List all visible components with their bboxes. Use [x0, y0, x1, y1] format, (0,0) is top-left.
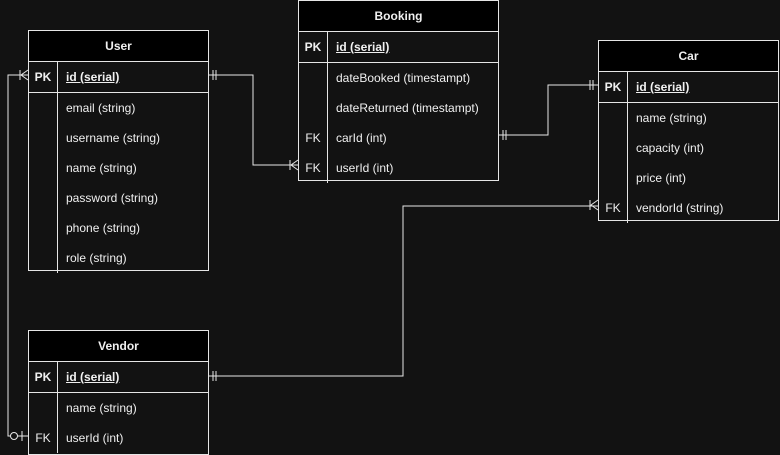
user-field-key	[29, 243, 58, 273]
user-field-row: username (string)	[29, 123, 208, 153]
connector-user-booking	[208, 70, 299, 171]
booking-pk-field: id (serial)	[336, 40, 390, 54]
entity-user[interactable]: User PK id (serial) email (string) usern…	[28, 30, 209, 273]
entity-booking-title: Booking	[299, 1, 498, 32]
user-field-phone: phone (string)	[66, 221, 141, 235]
booking-field-key	[299, 93, 328, 123]
user-field-key	[29, 183, 58, 213]
car-field-price: price (int)	[636, 171, 687, 185]
car-field-row: name (string)	[599, 103, 778, 133]
car-field-key	[599, 163, 628, 193]
booking-pk-key: PK	[299, 32, 328, 62]
car-pk-key: PK	[599, 72, 628, 102]
vendor-field-row: FK userId (int)	[29, 423, 208, 453]
user-field-role: role (string)	[66, 251, 127, 265]
car-pk-field: id (serial)	[636, 80, 690, 94]
user-field-key	[29, 123, 58, 153]
entity-car-title: Car	[599, 41, 778, 72]
user-pk-field: id (serial)	[66, 70, 120, 84]
car-pk-row: PK id (serial)	[599, 72, 778, 103]
entity-vendor[interactable]: Vendor PK id (serial) name (string) FK us…	[28, 330, 209, 455]
car-field-row: price (int)	[599, 163, 778, 193]
booking-field-row: dateReturned (timestampt)	[299, 93, 498, 123]
user-field-row: role (string)	[29, 243, 208, 273]
booking-field-user-id: userId (int)	[336, 161, 394, 175]
booking-field-date-booked: dateBooked (timestampt)	[336, 71, 471, 85]
user-field-key	[29, 213, 58, 243]
user-field-key	[29, 153, 58, 183]
vendor-fk-key: FK	[29, 423, 58, 453]
entity-car[interactable]: Car PK id (serial) name (string) capacit…	[598, 40, 779, 223]
booking-pk-row: PK id (serial)	[299, 32, 498, 63]
entity-user-title: User	[29, 31, 208, 62]
entity-booking[interactable]: Booking PK id (serial) dateBooked (times…	[298, 0, 499, 183]
booking-field-key	[299, 63, 328, 93]
user-field-key	[29, 93, 58, 123]
connector-vendor-car	[208, 199, 599, 381]
entity-vendor-title: Vendor	[29, 331, 208, 362]
vendor-pk-key: PK	[29, 362, 58, 392]
booking-fk-key: FK	[299, 153, 328, 183]
user-pk-row: PK id (serial)	[29, 62, 208, 93]
booking-field-date-returned: dateReturned (timestampt)	[336, 101, 479, 115]
user-field-row: password (string)	[29, 183, 208, 213]
vendor-field-name: name (string)	[66, 401, 137, 415]
vendor-field-key	[29, 393, 58, 423]
car-field-key	[599, 103, 628, 133]
car-field-capacity: capacity (int)	[636, 141, 705, 155]
booking-field-row: FK carId (int)	[299, 123, 498, 153]
user-field-username: username (string)	[66, 131, 161, 145]
connector-car-booking	[498, 80, 598, 140]
connector-user-vendor	[7, 69, 29, 441]
user-field-name: name (string)	[66, 161, 137, 175]
vendor-field-row: name (string)	[29, 393, 208, 423]
user-field-email: email (string)	[66, 101, 136, 115]
vendor-pk-field: id (serial)	[66, 370, 120, 384]
user-pk-key: PK	[29, 62, 58, 92]
car-field-row: capacity (int)	[599, 133, 778, 163]
user-field-password: password (string)	[66, 191, 159, 205]
car-field-vendor-id: vendorId (string)	[636, 201, 724, 215]
booking-field-car-id: carId (int)	[336, 131, 387, 145]
vendor-field-user-id: userId (int)	[66, 431, 124, 445]
user-field-row: name (string)	[29, 153, 208, 183]
vendor-pk-row: PK id (serial)	[29, 362, 208, 393]
booking-field-row: dateBooked (timestampt)	[299, 63, 498, 93]
booking-field-row: FK userId (int)	[299, 153, 498, 183]
car-fk-key: FK	[599, 193, 628, 223]
car-field-key	[599, 133, 628, 163]
car-field-name: name (string)	[636, 111, 707, 125]
booking-fk-key: FK	[299, 123, 328, 153]
user-field-row: email (string)	[29, 93, 208, 123]
user-field-row: phone (string)	[29, 213, 208, 243]
car-field-row: FK vendorId (string)	[599, 193, 778, 223]
